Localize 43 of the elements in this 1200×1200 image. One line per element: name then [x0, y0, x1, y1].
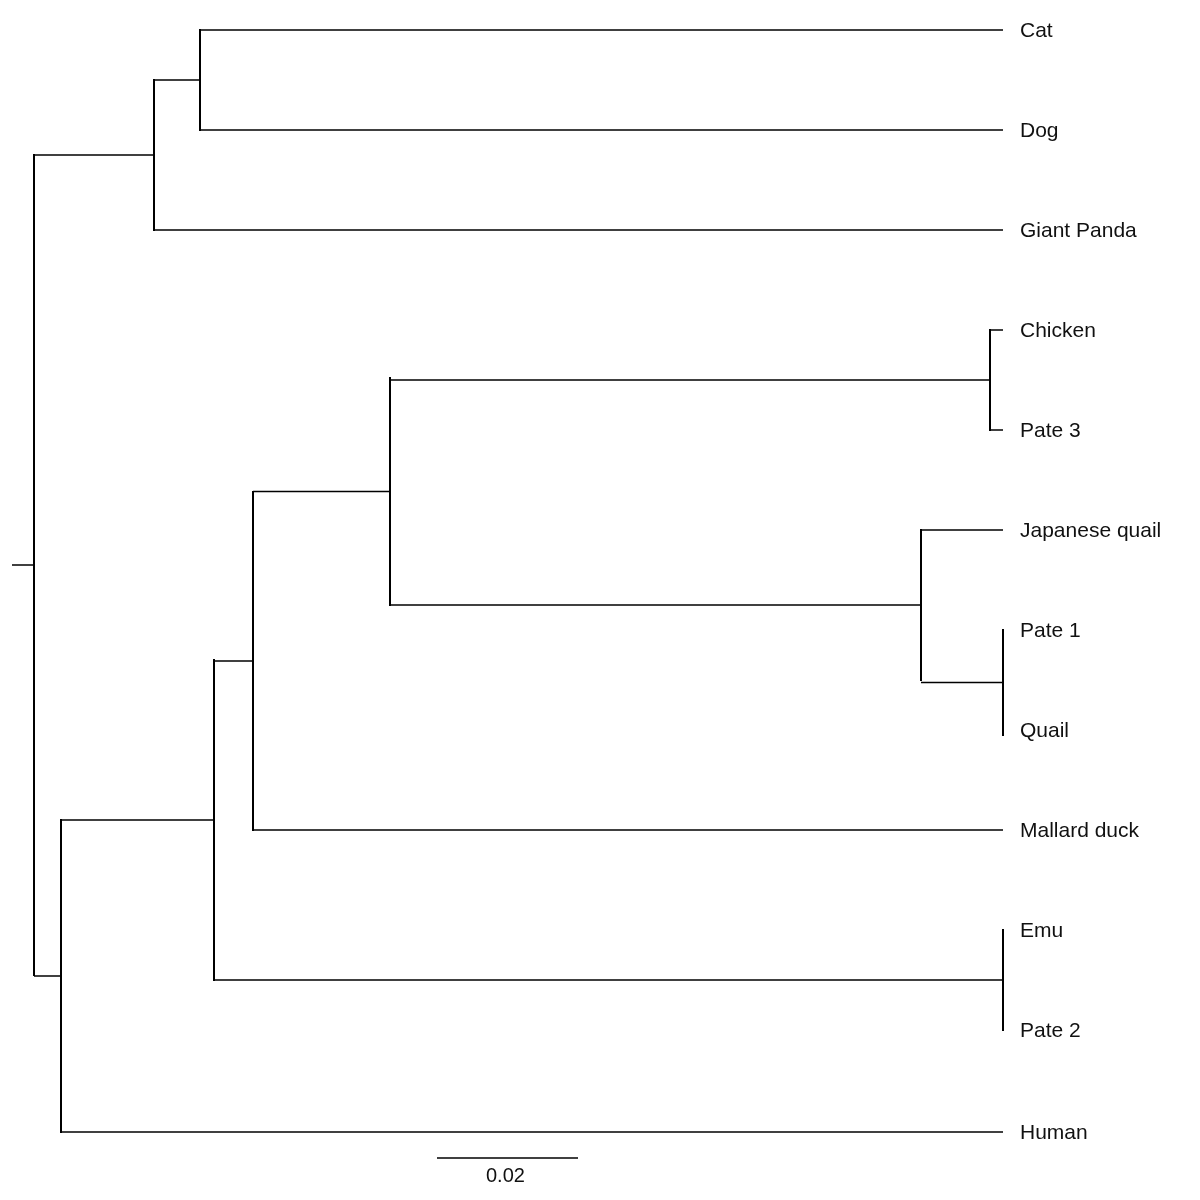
taxon-label: Dog: [1003, 116, 1059, 144]
taxon-label: Chicken: [1003, 316, 1096, 344]
clade-branch-line: [199, 29, 201, 131]
tree-branch: [153, 79, 201, 81]
tree-branch: [60, 1131, 1004, 1133]
tree-branch: [389, 379, 991, 381]
scale-label: 0.02: [486, 1164, 525, 1187]
clade-branch-line: [389, 377, 391, 606]
tree-branch: [60, 819, 215, 821]
taxon-label: Pate 1: [1003, 616, 1081, 644]
taxon-label: Pate 3: [1003, 416, 1081, 444]
clade-branch-line: [989, 329, 991, 431]
clade-branch-line: [920, 529, 922, 681]
clade-branch-line: [153, 79, 155, 231]
clade-branch-line: [1002, 929, 1004, 1031]
tree-branch: [389, 604, 922, 606]
taxon-label: Human: [1003, 1118, 1088, 1146]
clade-branch-line: [1002, 629, 1004, 736]
clade-branch-line: [60, 819, 62, 1133]
taxon-label: Pate 2: [1003, 1016, 1081, 1044]
taxon-label: Mallard duck: [1003, 816, 1140, 844]
tree-branch: [989, 429, 1004, 431]
clade-branch-line: [33, 154, 35, 976]
clade-branch-line: [252, 491, 254, 831]
tree-branch: [252, 490, 391, 493]
taxon-label: Japanese quail: [1003, 516, 1162, 544]
tree-branch: [213, 660, 254, 662]
tree-branch: [153, 229, 1004, 231]
tree-branch: [920, 681, 1004, 684]
tree-branch: [33, 154, 155, 156]
taxon-label: Emu: [1003, 916, 1064, 944]
taxon-label: Quail: [1003, 716, 1070, 744]
taxon-label: Giant Panda: [1003, 216, 1137, 244]
tree-branch: [11, 564, 35, 566]
tree-branch: [252, 829, 1004, 831]
tree-branch: [199, 129, 1004, 131]
tree-branch: [213, 979, 1004, 981]
taxon-label: Cat: [1003, 16, 1053, 44]
tree-branch: [920, 529, 1004, 531]
tree-branch: [199, 29, 1004, 31]
tree-branch: [989, 329, 1004, 331]
clade-branch-line: [213, 659, 215, 981]
tree-branch: [33, 975, 62, 977]
